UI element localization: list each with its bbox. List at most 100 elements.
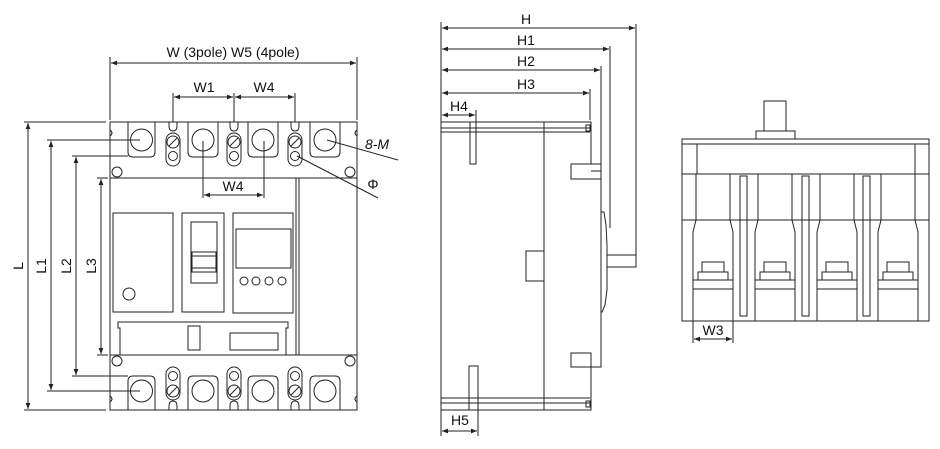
handle-slot: [190, 221, 218, 284]
screw-slot: [226, 366, 242, 401]
edge-notch: [354, 395, 358, 403]
corner-detail: [585, 400, 591, 408]
bottom-rib: [468, 365, 479, 411]
display-screen: [235, 228, 292, 269]
mounting-hole: [229, 151, 239, 161]
side-dimensions: H H1 H2 H3 H4 H5: [440, 11, 637, 436]
terminal-hole: [251, 128, 275, 152]
top-terminal-lug: [309, 122, 341, 158]
cover-section: [544, 121, 602, 411]
front-view: [109, 121, 358, 411]
terminal-nut-base: [697, 271, 729, 281]
bottom-terminal-lug: [187, 375, 219, 410]
pole-cell: [877, 174, 919, 321]
handle-base: [755, 130, 796, 140]
edge-notch: [109, 129, 113, 137]
screw-icon: [288, 384, 302, 398]
controller-button: [277, 276, 287, 286]
mounting-hole: [111, 355, 123, 367]
mounting-hole: [290, 371, 300, 381]
nameplate: [229, 332, 279, 351]
edge-notch: [109, 395, 113, 403]
screw-icon: [166, 135, 180, 149]
h2-label: H2: [517, 53, 535, 69]
terminal-plate: [692, 279, 734, 290]
h3-label: H3: [517, 76, 535, 92]
pole-cell: [816, 174, 858, 321]
accessory-slot: [187, 325, 201, 351]
terminal-hole: [191, 379, 215, 403]
pole-cell: [754, 174, 796, 321]
terminal-plate: [877, 279, 919, 290]
terminal-nut-base: [759, 271, 791, 281]
w4-lower-label: W4: [223, 178, 244, 194]
l1-label: L1: [33, 258, 49, 274]
bottom-terminal-lug: [309, 375, 341, 410]
operating-handle: [191, 251, 217, 273]
hole-leader: [296, 155, 379, 199]
bottom-notch: [290, 400, 300, 410]
top-notch: [168, 122, 178, 132]
terminal-plate: [816, 279, 858, 290]
l-label: L: [10, 262, 26, 270]
h5-label: H5: [451, 412, 469, 428]
handle-panel: [181, 212, 225, 313]
handle-top: [763, 100, 787, 132]
corner-detail: [585, 124, 591, 132]
screw-icon: [227, 135, 241, 149]
controller-button: [251, 276, 261, 286]
screw-slot: [287, 132, 303, 167]
h1-label: H1: [517, 32, 535, 48]
top-bump: [570, 163, 601, 180]
side-view: [440, 121, 637, 411]
terminal-hole: [251, 379, 275, 403]
screw-slot: [165, 132, 181, 167]
top-terminal-lug: [247, 122, 279, 158]
screw-label: 8-M: [365, 136, 389, 152]
side-body: [440, 121, 545, 411]
controller-button: [264, 276, 274, 286]
w1-label: W1: [194, 79, 215, 95]
bottom-notch: [168, 400, 178, 410]
terminal-body: [681, 173, 930, 322]
pole-divider: [739, 175, 748, 317]
mounting-hole: [344, 355, 356, 367]
screw-icon: [166, 384, 180, 398]
mounting-hole: [344, 166, 356, 178]
bottom-bump: [570, 352, 601, 368]
terminal-nut: [763, 261, 787, 273]
screw-icon: [227, 384, 241, 398]
side-tab: [525, 250, 545, 282]
terminal-nut: [886, 261, 910, 273]
l2-label: L2: [58, 258, 74, 274]
screw-cross: [168, 137, 178, 147]
end-view: W3: [681, 100, 930, 343]
front-face: [601, 211, 608, 313]
w4-top-label: W4: [254, 79, 275, 95]
screw-slot: [226, 132, 242, 167]
mounting-hole: [111, 166, 123, 178]
mounting-hole: [229, 371, 239, 381]
accessory-bar: [117, 321, 289, 355]
screw-cross: [229, 137, 239, 147]
h-label: H: [521, 11, 531, 27]
top-rib: [469, 121, 477, 165]
bottom-terminal-lug: [127, 375, 156, 410]
width-label: W (3pole) W5 (4pole): [166, 44, 299, 60]
bottom-notch: [229, 400, 239, 410]
bottom-terminal-lug: [247, 375, 279, 410]
label-panel: [112, 212, 174, 313]
screw-slot: [287, 366, 303, 401]
controller-panel: [232, 212, 294, 314]
front-dimensions: W (3pole) W5 (4pole) W1 W4 W4 8-M Φ L L1…: [10, 44, 399, 411]
top-notch: [229, 122, 239, 132]
screw-cross: [229, 386, 239, 396]
screw-cross: [168, 386, 178, 396]
terminal-nut-base: [821, 271, 853, 281]
terminal-plate: [754, 279, 796, 290]
mounting-hole: [168, 151, 178, 161]
mounting-hole: [168, 371, 178, 381]
l3-label: L3: [83, 258, 99, 274]
hole-label: Φ: [367, 176, 378, 192]
h4-label: H4: [450, 98, 468, 114]
